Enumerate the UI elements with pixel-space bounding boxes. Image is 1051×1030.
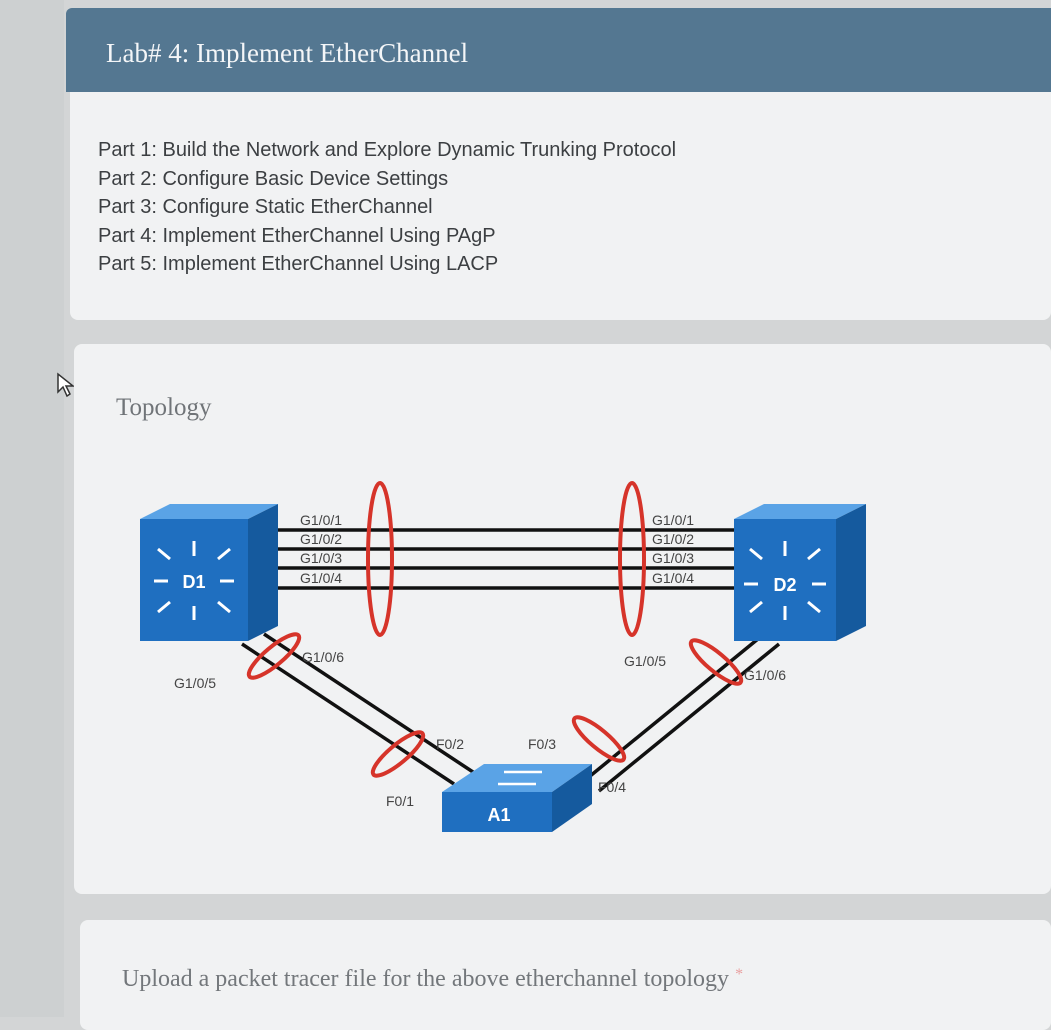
switch-d2: D2 [734, 504, 866, 641]
upload-card[interactable]: Upload a packet tracer file for the abov… [80, 920, 1051, 1030]
svg-text:F0/1: F0/1 [386, 793, 414, 809]
required-mark: * [735, 966, 744, 983]
etherchannel-ring-left [366, 481, 394, 637]
list-item: Part 2: Configure Basic Device Settings [98, 167, 449, 190]
parts-card: Part 1: Build the Network and Explore Dy… [70, 92, 1051, 320]
svg-text:F0/2: F0/2 [436, 736, 464, 752]
topology-card: Topology [74, 344, 1051, 894]
cursor-icon [57, 372, 76, 398]
svg-text:G1/0/4: G1/0/4 [652, 570, 694, 586]
page-title: Lab# 4: Implement EtherChannel [106, 38, 469, 68]
svg-text:G1/0/6: G1/0/6 [302, 649, 344, 665]
upload-question: Upload a packet tracer file for the abov… [122, 966, 743, 993]
svg-text:G1/0/5: G1/0/5 [624, 653, 666, 669]
list-item: Part 3: Configure Static EtherChannel [98, 196, 433, 218]
topology-diagram: D1 D2 [140, 481, 866, 832]
d1-d2-links [274, 528, 734, 590]
svg-text:G1/0/5: G1/0/5 [174, 675, 216, 691]
svg-text:G1/0/2: G1/0/2 [652, 531, 694, 547]
etherchannel-ring-right [618, 481, 646, 637]
svg-text:G1/0/1: G1/0/1 [652, 512, 694, 528]
switch-d1: D1 [140, 504, 278, 641]
etherchannel-ring-d2-a [571, 715, 627, 763]
list-item: Part 5: Implement EtherChannel Using LAC… [98, 253, 499, 275]
switch-a1: A1 [442, 764, 592, 832]
topology-title: Topology [116, 394, 212, 421]
upload-question-label: Upload a packet tracer file for the abov… [122, 966, 730, 992]
svg-text:G1/0/3: G1/0/3 [652, 550, 694, 566]
d2-a1-links [582, 632, 781, 793]
svg-text:G1/0/1: G1/0/1 [300, 512, 342, 528]
a1-label: A1 [487, 805, 510, 825]
svg-text:G1/0/6: G1/0/6 [744, 667, 786, 683]
svg-text:G1/0/4: G1/0/4 [300, 570, 342, 586]
d1-label: D1 [182, 572, 205, 592]
list-item: Part 4: Implement EtherChannel Using PAg… [98, 224, 496, 247]
left-margin [0, 0, 64, 1017]
lab-header: Lab# 4: Implement EtherChannel [66, 8, 1051, 92]
list-item: Part 1: Build the Network and Explore Dy… [98, 139, 677, 161]
svg-text:G1/0/2: G1/0/2 [300, 531, 342, 547]
svg-text:G1/0/3: G1/0/3 [300, 550, 342, 566]
etherchannel-ring-d1-b [370, 730, 426, 778]
d2-label: D2 [773, 575, 796, 595]
svg-text:F0/3: F0/3 [528, 736, 556, 752]
svg-text:F0/4: F0/4 [598, 779, 626, 795]
etherchannel-ring-d2-b [688, 638, 744, 686]
etherchannel-ring-d1-a [246, 632, 302, 680]
d1-a1-links [241, 632, 477, 786]
port-labels: G1/0/1 G1/0/2 G1/0/3 G1/0/4 G1/0/1 G1/0/… [174, 512, 786, 809]
parts-list: Part 1: Build the Network and Explore Dy… [98, 136, 676, 279]
